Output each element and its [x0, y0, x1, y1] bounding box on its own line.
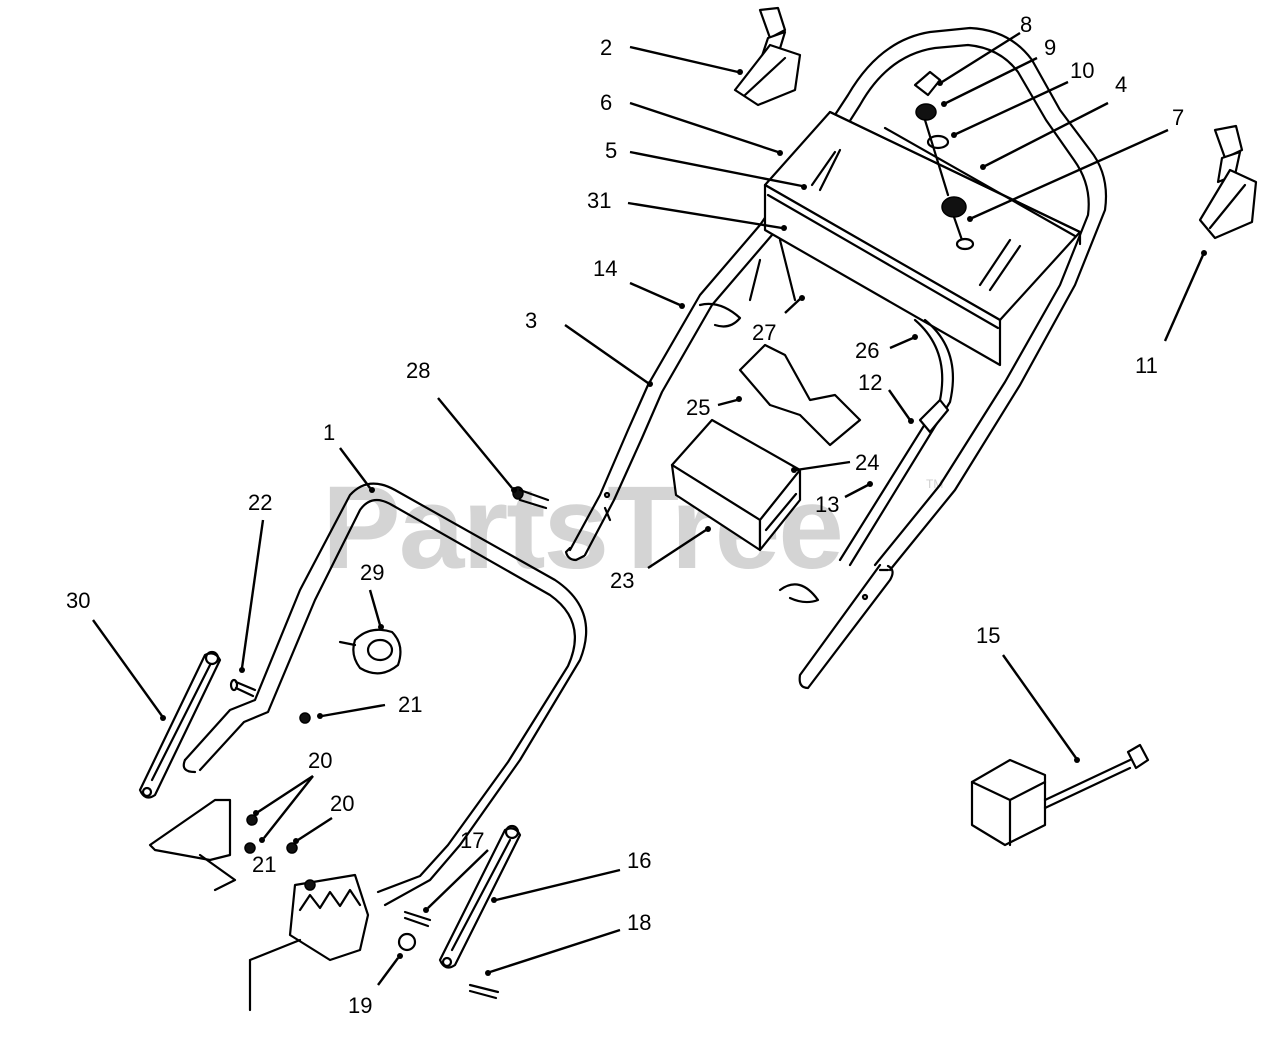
bolt-17	[403, 910, 432, 928]
cable	[838, 318, 954, 567]
callout-21-upper: 21	[398, 692, 422, 717]
key-switch	[913, 70, 975, 251]
callout-1: 1	[323, 420, 335, 445]
callout-24: 24	[855, 450, 879, 475]
callout-18: 18	[627, 910, 651, 935]
callout-13: 13	[815, 492, 839, 517]
bracket-30	[138, 650, 222, 799]
callout-7: 7	[1172, 105, 1184, 130]
callout-8: 8	[1020, 12, 1032, 37]
bolt-22	[229, 678, 311, 724]
plug-15	[970, 743, 1150, 847]
clip-bottom	[778, 583, 820, 604]
callout-5: 5	[605, 138, 617, 163]
spacer-19	[397, 932, 417, 952]
callout-numbers: 2 6 5 31 8 9 10 4 7 11 14 3 27 26 12 25 …	[66, 12, 1184, 1018]
callout-17: 17	[460, 828, 484, 853]
callout-29: 29	[360, 560, 384, 585]
callout-20-a: 20	[308, 748, 332, 773]
leader-lines	[92, 31, 1207, 986]
callout-15: 15	[976, 623, 1000, 648]
callout-14: 14	[593, 256, 617, 281]
bolt-18	[468, 983, 500, 1000]
callout-23: 23	[610, 568, 634, 593]
callout-27: 27	[752, 320, 776, 345]
callout-25: 25	[686, 395, 710, 420]
callout-19: 19	[348, 993, 372, 1018]
callout-22: 22	[248, 490, 272, 515]
callout-2: 2	[600, 35, 612, 60]
callout-20-b: 20	[330, 791, 354, 816]
callout-12: 12	[858, 370, 882, 395]
callout-16: 16	[627, 848, 651, 873]
lever-right	[1198, 124, 1258, 240]
callout-10: 10	[1070, 58, 1094, 83]
callout-28: 28	[406, 358, 430, 383]
callout-4: 4	[1115, 72, 1127, 97]
deck-bracket	[148, 798, 370, 1012]
callout-9: 9	[1044, 35, 1056, 60]
bracket-and-box	[670, 343, 862, 552]
control-panel	[748, 110, 1082, 367]
callout-30: 30	[66, 588, 90, 613]
bracket-16	[438, 824, 522, 969]
callout-21-lower: 21	[252, 852, 276, 877]
knob-29	[338, 628, 402, 675]
callout-31: 31	[587, 188, 611, 213]
callout-26: 26	[855, 338, 879, 363]
callout-11: 11	[1135, 353, 1158, 378]
lower-handle	[182, 482, 588, 907]
clip-top	[698, 302, 742, 328]
callout-6: 6	[600, 90, 612, 115]
lever-left	[733, 6, 802, 107]
callout-3: 3	[525, 308, 537, 333]
upper-handle	[564, 26, 1108, 690]
